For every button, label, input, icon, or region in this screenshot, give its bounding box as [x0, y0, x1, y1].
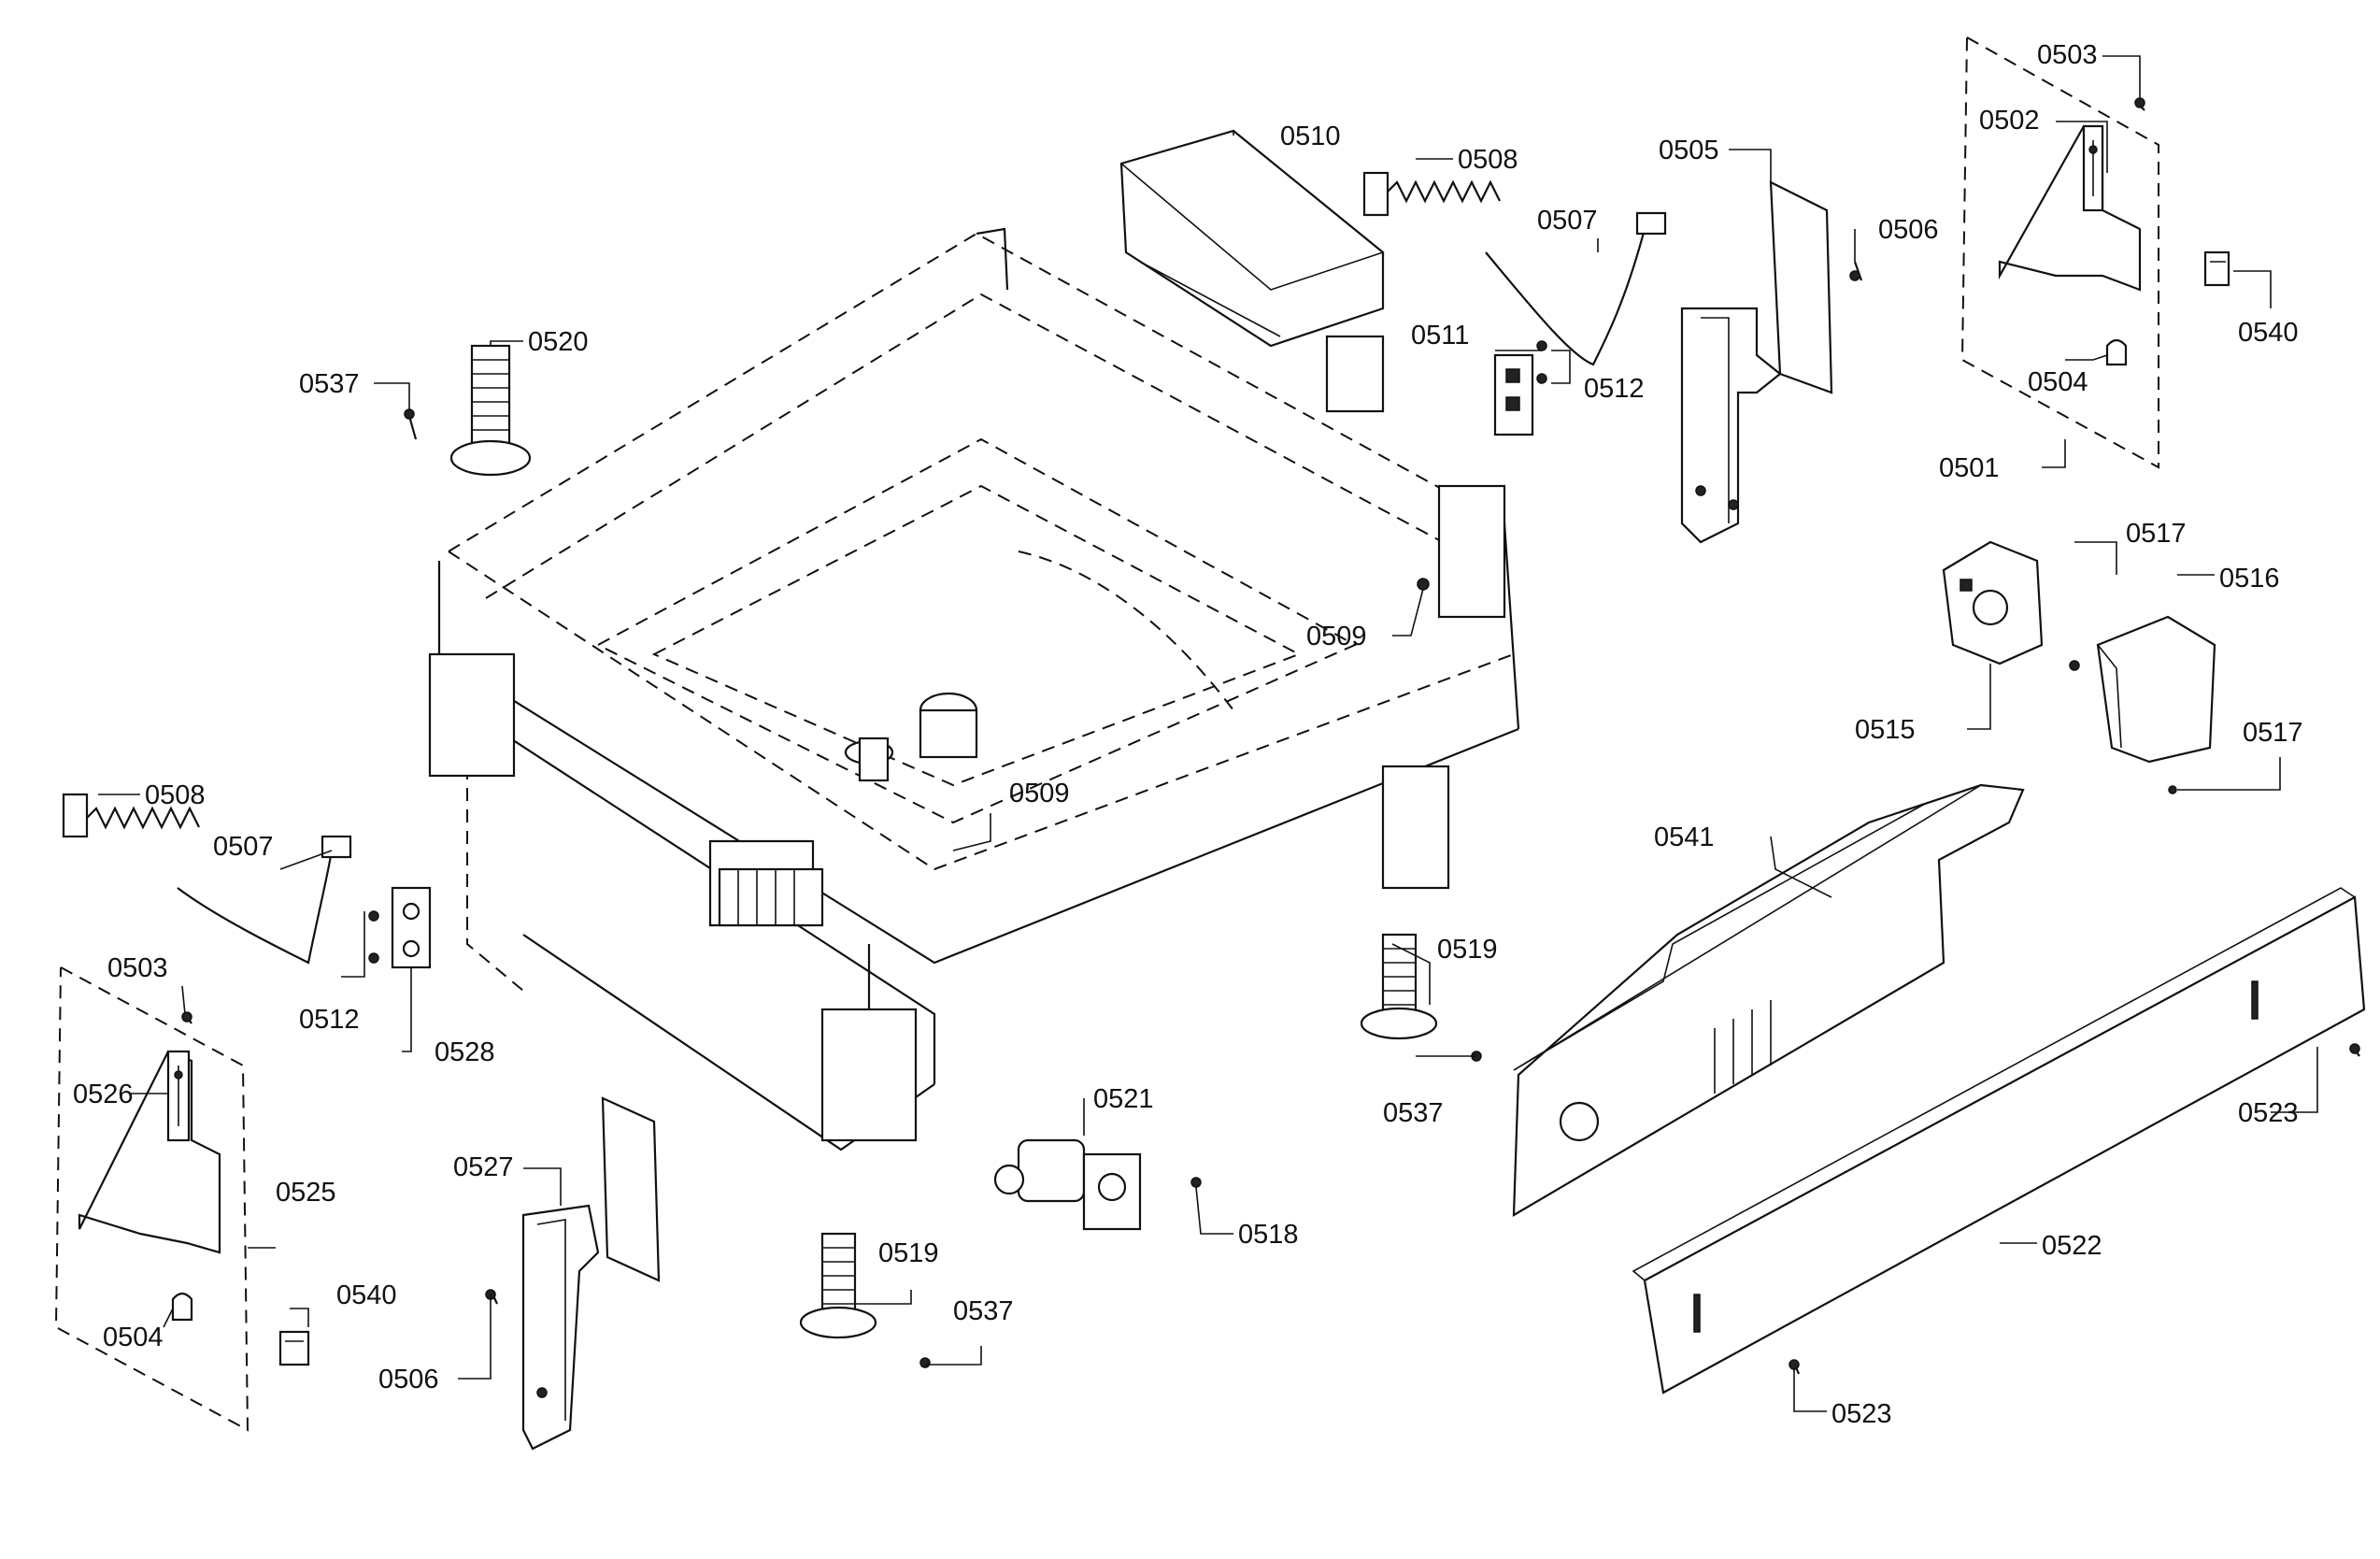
callout-labels: 0503 0502 0540 0504 0501 0505 0506 0510 …: [73, 40, 2303, 1429]
callout-0501: 0501: [1939, 453, 2000, 483]
callout-0504-left: 0504: [103, 1323, 164, 1352]
part-0509-screw-top: [1417, 578, 1430, 591]
callout-0527: 0527: [453, 1152, 514, 1182]
callout-0523-right: 0523: [2238, 1098, 2299, 1128]
part-0537-screw-bottom: [919, 1357, 931, 1368]
part-0508-hinge-spring-left: [62, 793, 200, 838]
part-0527-hinge-bracket: [521, 1096, 661, 1451]
callout-0517-bottom: 0517: [2243, 718, 2303, 748]
callout-0517-top: 0517: [2126, 519, 2187, 549]
part-0522-front-panel: [1632, 887, 2366, 1395]
part-0515-cover-bracket: [1942, 540, 2044, 665]
callout-0537-right: 0537: [1383, 1098, 1444, 1128]
callout-0521: 0521: [1093, 1084, 1154, 1114]
part-0526-hinge-arm: [174, 1070, 183, 1080]
callout-0516: 0516: [2219, 564, 2280, 594]
callout-0537-top: 0537: [299, 369, 360, 399]
part-0519-leveling-foot-right: [1360, 933, 1438, 1040]
part-0537-screw-top: [404, 408, 418, 440]
part-0512-screws-left: [368, 910, 379, 964]
leader-lines: [98, 55, 2318, 1412]
part-0501-hinge-group: [1960, 36, 2159, 469]
part-0511-bracket: [1493, 353, 1534, 436]
callout-0512-top: 0512: [1584, 374, 1645, 404]
part-0506-screw-right: [1849, 261, 1863, 281]
callout-0511: 0511: [1411, 321, 1469, 350]
callout-0520: 0520: [528, 327, 589, 357]
callout-0523-bottom: 0523: [1831, 1399, 1892, 1429]
callout-0502: 0502: [1979, 106, 2040, 136]
part-0503-screw-right: [2134, 97, 2145, 111]
callout-0506-right: 0506: [1878, 215, 1939, 245]
part-0510-control-box: [1119, 129, 1385, 413]
callout-0519-left: 0519: [878, 1238, 939, 1268]
part-0505-hinge-bracket: [1680, 180, 1833, 544]
callout-0537-bottom: 0537: [953, 1296, 1014, 1326]
callout-0506-left: 0506: [378, 1365, 439, 1395]
callout-0526: 0526: [73, 1080, 134, 1109]
part-0516-end-cap: [2096, 615, 2216, 764]
part-0540-clip-right: [2203, 250, 2230, 287]
callout-0507-left: 0507: [213, 832, 274, 862]
callout-0540-left: 0540: [336, 1280, 397, 1310]
part-0518-screw: [1190, 1177, 1202, 1188]
part-0504-clip-left: [171, 1292, 193, 1322]
callout-0528: 0528: [435, 1037, 495, 1067]
part-0504-clip-right: [2105, 338, 2128, 366]
callout-0508-left: 0508: [145, 780, 206, 810]
callout-0505: 0505: [1659, 136, 1719, 165]
callout-0522: 0522: [2042, 1231, 2102, 1261]
callout-0518: 0518: [1238, 1220, 1299, 1250]
part-0541-inner-panel: [1512, 783, 2025, 1217]
part-0520-leveling-foot: [449, 344, 532, 477]
dishwasher-base-frame: [428, 227, 1520, 1151]
part-0528-bracket: [391, 886, 432, 969]
callout-0503-top: 0503: [2037, 40, 2098, 70]
part-0519-leveling-foot-left: [799, 1232, 877, 1339]
callout-0510: 0510: [1280, 122, 1341, 151]
part-0540-clip-left: [278, 1330, 310, 1366]
part-0508-hinge-spring: [1362, 171, 1501, 217]
part-0521-inlet-valve: [993, 1138, 1142, 1231]
callout-0509-top: 0509: [1306, 622, 1367, 651]
part-0507-cable: [1485, 211, 1667, 366]
callout-0512-left: 0512: [299, 1005, 360, 1035]
part-0503-screw-left: [181, 1011, 192, 1024]
part-0512-screws-top: [1536, 340, 1547, 384]
callout-0540-right: 0540: [2238, 318, 2299, 348]
callout-0515: 0515: [1855, 715, 1916, 745]
callout-0507-top: 0507: [1537, 206, 1598, 236]
callout-0525: 0525: [276, 1178, 336, 1208]
callout-0519-right: 0519: [1437, 935, 1498, 965]
callout-0541: 0541: [1654, 822, 1715, 852]
callout-0504-right: 0504: [2028, 367, 2088, 397]
part-0525-hinge-group: [54, 966, 249, 1432]
part-0506-screw-left: [485, 1289, 498, 1305]
callout-0503-left: 0503: [107, 953, 168, 983]
callout-0508-top: 0508: [1458, 145, 1518, 175]
part-0502-hinge-arm: [2088, 145, 2098, 154]
part-0517-screws: [2069, 660, 2177, 794]
callout-0509-mid: 0509: [1009, 779, 1070, 808]
